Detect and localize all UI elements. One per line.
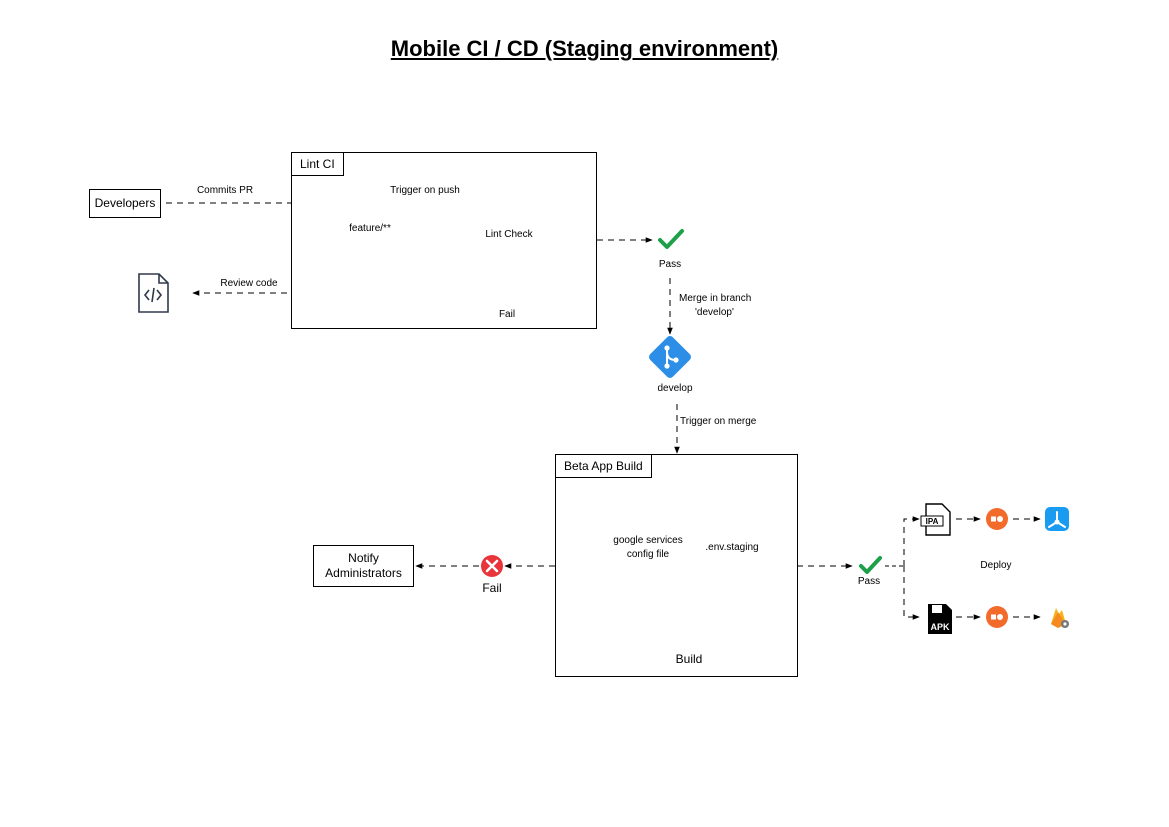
developers-node: Developers bbox=[89, 189, 161, 218]
trigger-push-label: Trigger on push bbox=[390, 185, 460, 196]
notify-line-2: Administrators bbox=[325, 566, 402, 580]
page-title: Mobile CI / CD (Staging environment) bbox=[390, 36, 779, 61]
trigger-merge-label: Trigger on merge bbox=[680, 416, 757, 427]
deploy-label: Deploy bbox=[980, 560, 1012, 571]
edge-split-ipa bbox=[903, 516, 920, 566]
edge-split-apk bbox=[903, 566, 920, 620]
env-staging-label: .env.staging bbox=[705, 542, 759, 553]
lint-fail-label: Fail bbox=[498, 309, 516, 320]
fastlane-icon bbox=[986, 606, 1008, 628]
beta-build-label: Beta App Build bbox=[555, 454, 652, 478]
notify-administrators-node: Notify Administrators bbox=[313, 545, 414, 587]
lint-ci-label: Lint CI bbox=[291, 152, 344, 176]
error-icon bbox=[481, 555, 503, 577]
svg-text:APK: APK bbox=[930, 622, 950, 632]
svg-text:IPA: IPA bbox=[926, 517, 939, 526]
build-label: Build bbox=[675, 652, 703, 666]
lint-check-label: Lint Check bbox=[485, 229, 533, 240]
git-merge-icon bbox=[649, 336, 691, 378]
testflight-icon bbox=[1045, 507, 1069, 531]
lint-ci-box: Lint CI bbox=[291, 152, 597, 329]
pass-top-label: Pass bbox=[658, 259, 682, 270]
google-services-label-2: config file bbox=[626, 549, 670, 560]
notify-line-1: Notify bbox=[348, 551, 379, 565]
check-icon bbox=[859, 556, 882, 574]
code-file-icon bbox=[138, 273, 169, 313]
commits-pr-label: Commits PR bbox=[196, 185, 254, 196]
check-icon bbox=[658, 229, 684, 249]
merge-label-line-2: 'develop' bbox=[695, 307, 734, 318]
ipa-file-icon: IPA bbox=[920, 503, 951, 536]
review-code-label: Review code bbox=[220, 278, 278, 289]
google-services-label-1: google services bbox=[613, 535, 683, 546]
apk-file-icon: APK bbox=[928, 604, 952, 634]
beta-build-box: Beta App Build bbox=[555, 454, 798, 677]
merge-label-line-1: Merge in branch bbox=[679, 293, 752, 304]
pass-bottom-label: Pass bbox=[857, 576, 881, 587]
fail-bottom-label: Fail bbox=[482, 581, 502, 595]
develop-branch-label: develop bbox=[657, 383, 693, 394]
fastlane-icon bbox=[986, 508, 1008, 530]
firebase-icon bbox=[1051, 608, 1069, 628]
feature-branch-label: feature/** bbox=[349, 223, 391, 234]
